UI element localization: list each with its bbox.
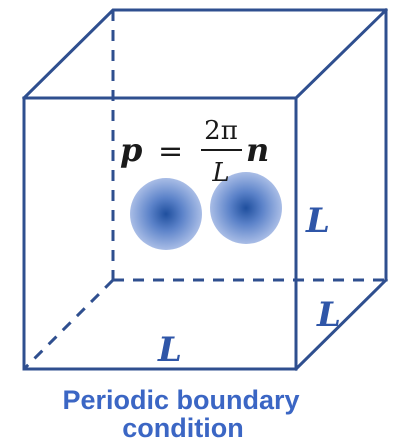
edge-bottom-right-diagonal: [293, 277, 389, 372]
dimension-label-right: L: [305, 201, 330, 241]
caption-line-2: condition: [122, 413, 243, 443]
front-face: [22, 96, 298, 371]
hidden-edge-diagonal: [22, 278, 115, 371]
equation-denominator: L: [211, 158, 229, 188]
equation-vector: n: [246, 131, 269, 169]
caption-line-1: Periodic boundary: [62, 385, 299, 415]
equation-numerator: 2π: [204, 116, 238, 146]
edge-top-right-diagonal: [293, 7, 389, 101]
equation-lhs: p: [120, 131, 142, 169]
dimension-label-bottom: L: [157, 330, 182, 370]
dimension-label-depth: L: [316, 295, 341, 335]
particle-left: [130, 178, 202, 250]
particle-right: [210, 172, 282, 244]
momentum-equation: p = 2π L n: [120, 116, 269, 188]
back-top-edges: [21, 8, 388, 282]
equation-equals: =: [158, 134, 183, 169]
